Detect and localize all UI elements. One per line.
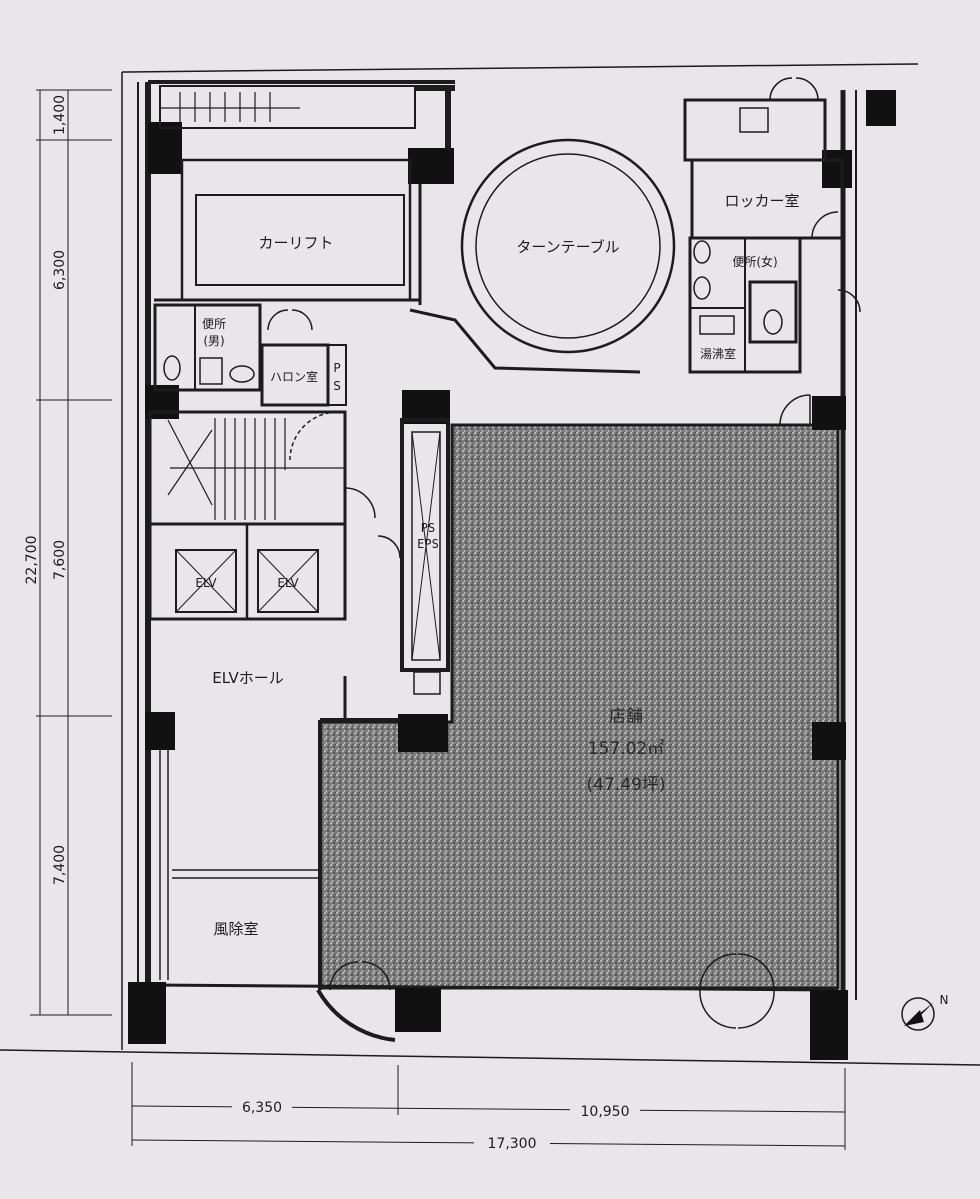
dim-horizontal-1: 6,350 [242,1100,282,1116]
dim-label-bg-1 [232,1098,292,1116]
dim-vertical-1: 1,400 [52,95,68,135]
label-car-lift: カーリフト [258,234,333,252]
outer-walls [0,63,980,1066]
dim-label-bg-3 [474,1134,550,1152]
label-toilet-male-2: (男) [203,334,224,348]
dim-vertical-2: 6,300 [52,250,68,290]
dim-label-bg-2 [570,1102,640,1120]
dim-horizontal-total: 17,300 [488,1136,537,1152]
label-water-heater-room: 湯沸室 [700,346,736,361]
turntable [460,138,676,354]
label-elevator-2: ELV [277,576,299,590]
store-area [318,423,840,990]
label-eps: EPS [417,537,439,551]
label-ps-top: P [333,361,340,375]
label-vestibule: 風除室 [213,920,258,938]
label-store: 店舗 [609,707,643,727]
label-locker-room: ロッカー室 [724,192,799,210]
north-label: N [940,993,949,1007]
label-ps-bottom: S [333,379,341,393]
label-turntable: ターンテーブル [516,238,619,256]
dim-vertical-4: 7,400 [52,845,68,885]
dim-vertical-total: 22,700 [24,536,40,585]
interior-walls [148,85,844,990]
fixtures [163,107,783,385]
label-toilet-female: 便所(女) [732,254,777,269]
label-ps: PS [421,521,435,535]
structural-columns [128,90,896,1060]
vertical-dimensions [30,89,112,1016]
dim-vertical-3: 7,600 [52,540,68,580]
label-elevator-hall: ELVホール [212,669,283,687]
label-toilet-male-1: 便所 [202,317,226,331]
label-store-area-tsubo: (47.49坪) [587,775,666,795]
door-swings [267,77,861,1042]
label-store-area-m2: 157.02㎡ [588,739,664,759]
north-arrow-icon [901,997,935,1031]
label-elevator-1: ELV [195,576,217,590]
label-halon-room: ハロン室 [270,369,318,384]
dim-horizontal-2: 10,950 [581,1104,630,1120]
